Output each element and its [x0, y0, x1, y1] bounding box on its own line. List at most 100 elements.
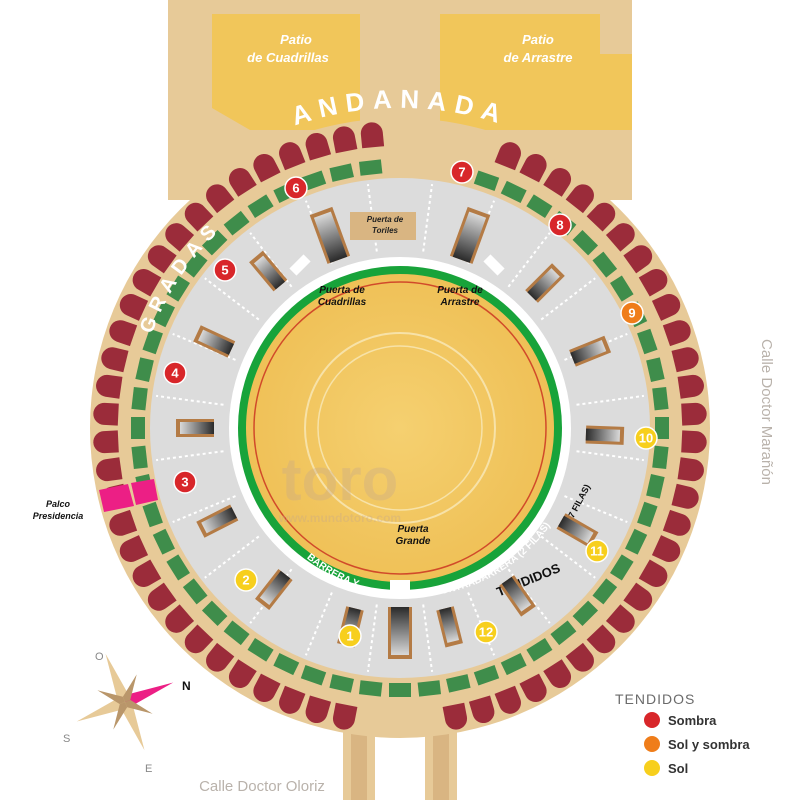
section-number: 7 — [458, 165, 465, 180]
andanada-seat-block — [605, 604, 635, 633]
andanada-seat-block — [96, 457, 123, 482]
gradas-seat-block — [526, 194, 553, 218]
gradas-seat-block — [273, 653, 300, 676]
grande-gate-label-1: Puerta — [397, 524, 429, 535]
vomitorio — [585, 425, 625, 445]
andanada-seat-block — [305, 132, 332, 161]
palco-label-1: Palco — [46, 499, 71, 509]
andanada-seat-block — [165, 223, 195, 252]
legend-item-sol: Sol — [644, 760, 688, 776]
legend-item-solysombra: Sol y sombra — [644, 736, 750, 752]
gradas-seat-block — [500, 180, 527, 203]
gradas-seat-block — [652, 445, 669, 470]
andanada-seat-block — [360, 122, 385, 149]
andanada-seat-block — [228, 659, 257, 688]
section-number: 12 — [479, 625, 493, 640]
tendido-divider — [564, 332, 628, 361]
andanada-seat-block — [623, 582, 653, 611]
andanada-seat-block — [638, 269, 668, 297]
tendido-divider — [507, 568, 551, 624]
section-number: 4 — [171, 366, 179, 381]
section-badge-4[interactable]: 4 — [163, 361, 187, 385]
legend-label: Sol y sombra — [668, 737, 750, 752]
vomitorio — [525, 263, 565, 303]
gradas-seat-block — [329, 674, 354, 693]
gradas-seat-block — [646, 474, 665, 499]
cuadrillas-gate-label-2: Cuadrillas — [318, 297, 367, 308]
andanada-seat-block — [132, 559, 162, 587]
tendido-divider — [422, 604, 434, 673]
tendido-divider — [564, 495, 628, 524]
andanada-seat-block — [442, 702, 468, 730]
street-east-label: Calle Doctor Marañón — [758, 339, 775, 485]
legend-swatch — [644, 736, 660, 752]
section-badge-12[interactable]: 12 — [474, 620, 498, 644]
gradas-seat-block — [201, 229, 228, 256]
andanada-seat-block — [332, 702, 358, 730]
section-badge-7[interactable]: 7 — [450, 160, 474, 184]
grande-gate-label-2: Grande — [395, 536, 430, 547]
andanada-seat-block — [605, 223, 635, 252]
exit-passage-left-inner — [351, 720, 367, 800]
andanada-seat-block — [681, 402, 707, 426]
gradas-seat-block — [550, 620, 577, 646]
andanada-seat-block — [651, 535, 681, 562]
section-badge-11[interactable]: 11 — [585, 539, 609, 563]
section-badge-8[interactable]: 8 — [548, 213, 572, 237]
andanada-seat-block — [638, 559, 668, 587]
gradas-seat-block — [223, 210, 250, 236]
section-badge-3[interactable]: 3 — [173, 470, 197, 494]
patio-cuadrillas: Patio de Cuadrillas — [212, 14, 360, 130]
compass-e: E — [145, 763, 152, 775]
section-badge-2[interactable]: 2 — [234, 568, 258, 592]
andanada-seat-block — [132, 269, 162, 297]
exit-passage-right-inner — [433, 720, 449, 800]
gradas-seat-block — [572, 600, 599, 627]
gradas-seat-block — [142, 501, 163, 528]
andanada-seat-block — [651, 294, 681, 321]
gradas-seat-block — [166, 275, 190, 302]
section-badge-6[interactable]: 6 — [284, 176, 308, 200]
gradas-seat-block — [152, 528, 175, 555]
tendido-divider — [422, 183, 434, 252]
andanada-seat-block — [565, 184, 594, 214]
andanada-seat-block — [671, 483, 699, 509]
andanada-seat-block — [228, 168, 257, 197]
section-number: 3 — [181, 475, 188, 490]
gradas-seat-block — [625, 528, 648, 555]
andanada-seat-block — [101, 347, 129, 373]
section-badge-10[interactable]: 10 — [634, 426, 658, 450]
section-badge-9[interactable]: 9 — [620, 301, 644, 325]
gradas-seat-block — [473, 170, 500, 191]
andanada-seat-block — [586, 202, 616, 232]
gradas-seat-block — [592, 578, 618, 605]
tendido-divider — [172, 495, 236, 524]
gradas-seat-block — [223, 620, 250, 646]
gradas-seat-block — [417, 680, 442, 697]
vomitorios — [176, 206, 625, 659]
section-badge-1[interactable]: 1 — [338, 624, 362, 648]
section-number: 11 — [590, 544, 604, 559]
gradas-seat-block — [329, 163, 354, 182]
andanada-seat-block — [494, 685, 521, 714]
andanada-seat-block — [543, 168, 572, 197]
section-number: 5 — [221, 263, 228, 278]
tendido-divider — [172, 332, 236, 361]
vomitorio — [436, 606, 463, 648]
gradas-seat-block — [131, 417, 145, 439]
vomitorio — [388, 607, 412, 659]
legend-swatch — [644, 760, 660, 776]
tendido-divider — [249, 232, 293, 288]
watermark-url: www.mundotoro.com — [278, 511, 401, 525]
barrier-white — [229, 257, 571, 599]
watermark-brand: toro — [282, 446, 399, 513]
tendido-divider — [467, 200, 496, 264]
andanada-seat-block — [519, 154, 547, 183]
andanada-seat-block — [494, 142, 521, 171]
andanada-seat-block — [662, 509, 691, 536]
gradas-seat-block — [389, 683, 411, 697]
patio-arrastre-label-1: Patio — [522, 32, 554, 47]
section-badge-5[interactable]: 5 — [213, 258, 237, 282]
tendido-row-lines — [155, 183, 645, 673]
